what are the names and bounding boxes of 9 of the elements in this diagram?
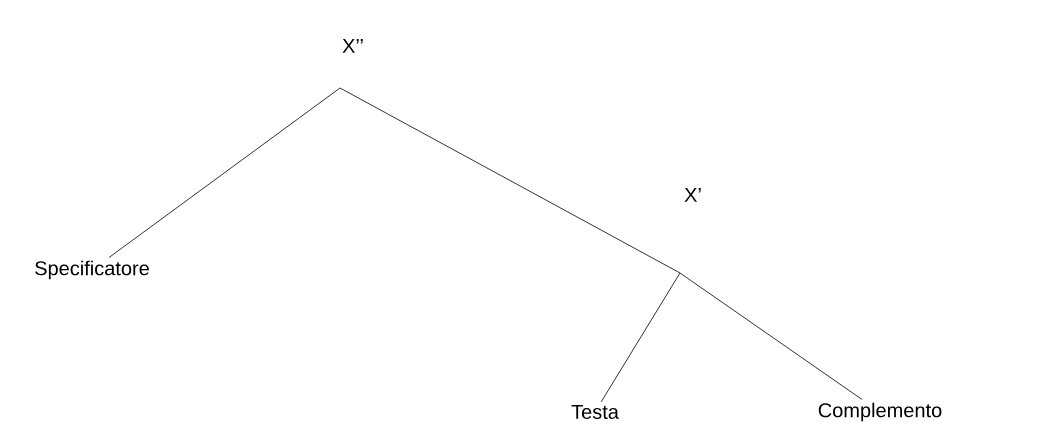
tree-branch bbox=[108, 87, 341, 258]
tree-label: Testa bbox=[571, 405, 619, 419]
tree-label: X’ bbox=[684, 188, 701, 202]
tree-label: Complemento bbox=[818, 402, 942, 422]
tree-branch bbox=[600, 272, 681, 403]
tree-branch bbox=[339, 87, 681, 274]
tree-branch bbox=[679, 272, 863, 400]
tree-label: X’’ bbox=[342, 39, 363, 53]
tree-label: Specificatore bbox=[35, 260, 149, 280]
